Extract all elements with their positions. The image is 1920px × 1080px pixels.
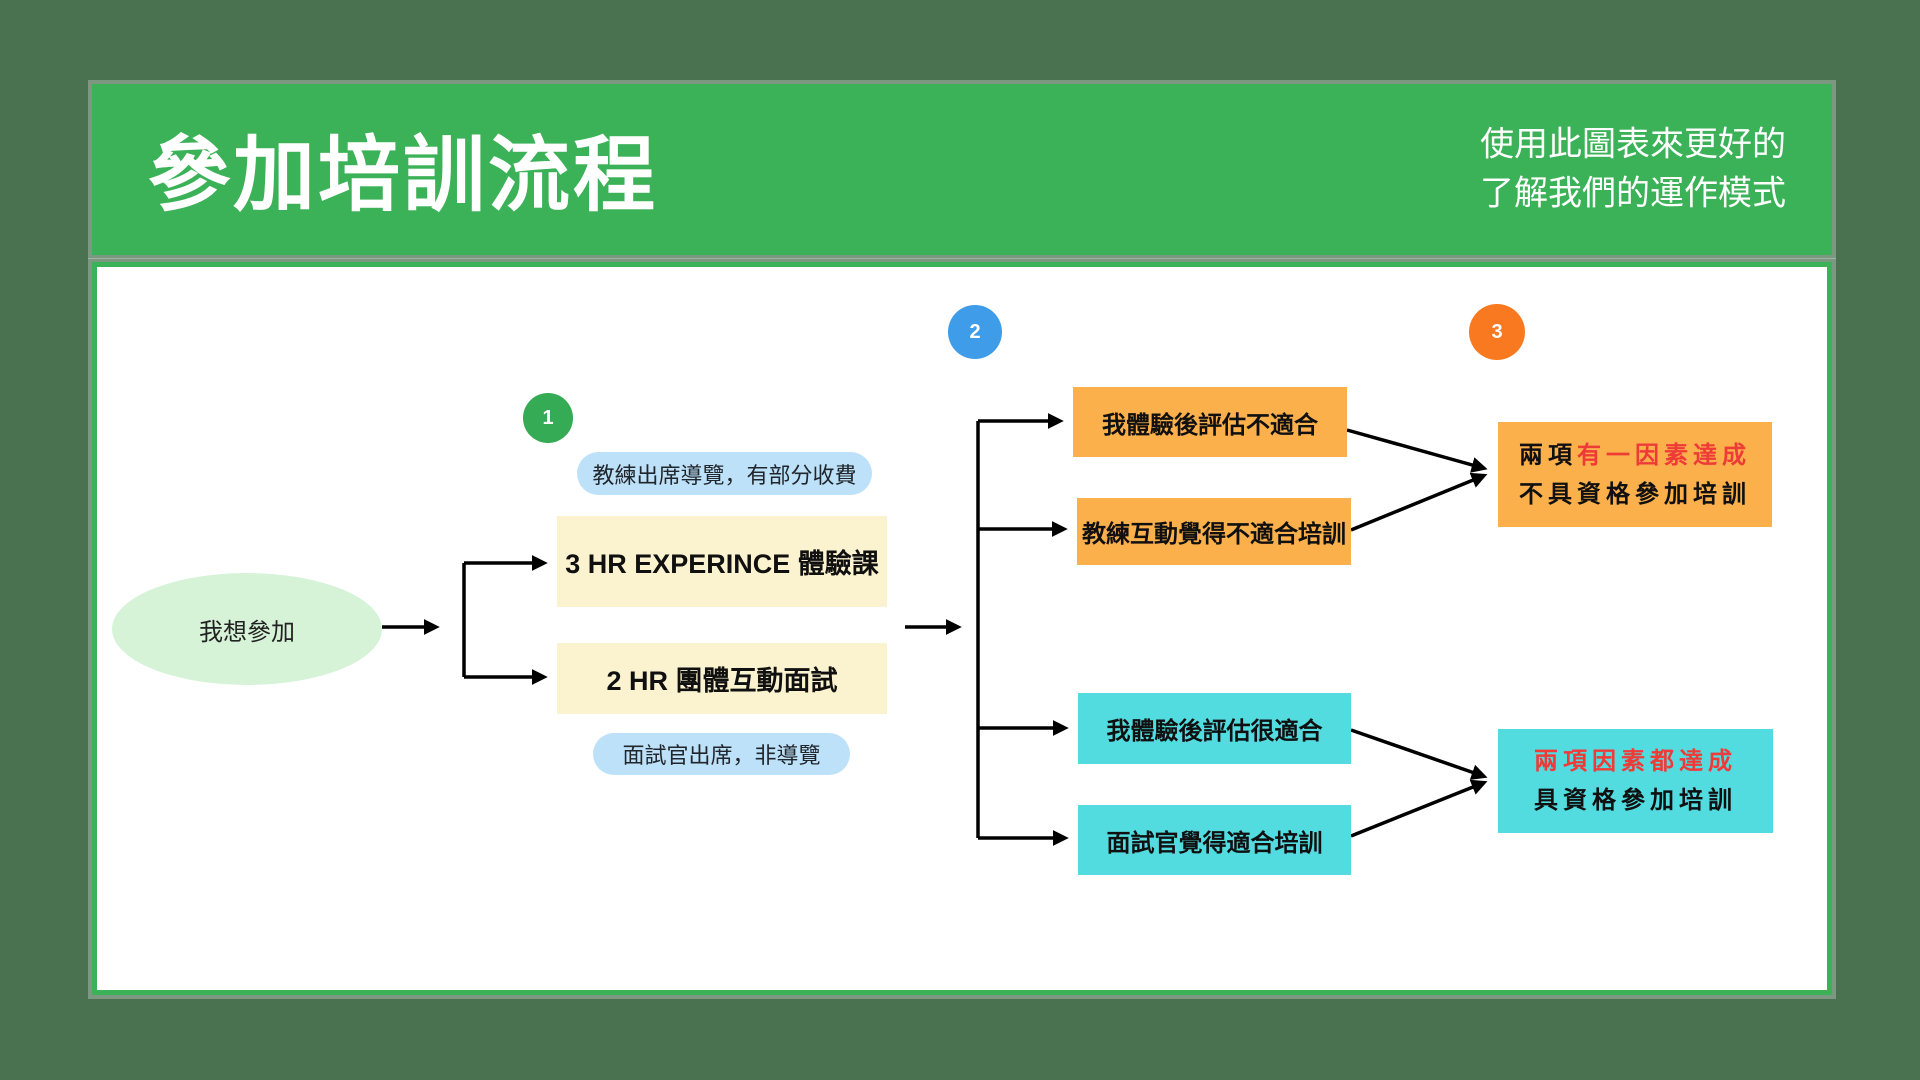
step-3-badge: 3 <box>1469 304 1525 360</box>
result-fail-highlight: 有一因素達成 <box>1577 441 1751 469</box>
flowchart-canvas: 我想參加 1 2 3 教練出席導覽，有部分收費 3 HR EXPERINCE 體… <box>92 262 1832 995</box>
header-banner: 參加培訓流程 使用此圖表來更好的 了解我們的運作模式 <box>92 84 1832 255</box>
assess-self-suitable: 我體驗後評估很適合 <box>1078 693 1351 764</box>
result-not-qualified: 兩項有一因素達成 不具資格參加培訓 <box>1498 422 1772 527</box>
assess-coach-unsuitable: 教練互動覺得不適合培訓 <box>1077 498 1351 565</box>
option-group-interview: 2 HR 團體互動面試 <box>557 643 887 714</box>
result-pass-line-2: 具資格參加培訓 <box>1534 787 1737 814</box>
assess-self-unsuitable: 我體驗後評估不適合 <box>1073 387 1347 457</box>
page-title: 參加培訓流程 <box>148 129 659 221</box>
subtitle-line-1: 使用此圖表來更好的 <box>1480 125 1786 164</box>
header-subtitle: 使用此圖表來更好的 了解我們的運作模式 <box>1480 120 1786 219</box>
option-experience-class: 3 HR EXPERINCE 體驗課 <box>557 516 887 607</box>
result-pass-highlight: 兩項因素都達成 <box>1534 748 1737 775</box>
step-1-badge: 1 <box>523 393 573 443</box>
result-qualified: 兩項因素都達成 具資格參加培訓 <box>1498 729 1773 833</box>
assess-interviewer-suitable: 面試官覺得適合培訓 <box>1078 805 1351 875</box>
note-interviewer-no-tour: 面試官出席，非導覽 <box>593 733 850 775</box>
result-fail-line-1: 兩項有一因素達成 <box>1519 441 1751 469</box>
result-fail-line-2: 不具資格參加培訓 <box>1519 480 1751 508</box>
start-node: 我想參加 <box>112 573 382 685</box>
step-2-badge: 2 <box>948 305 1002 359</box>
flowchart-connectors <box>382 413 1488 846</box>
subtitle-line-2: 了解我們的運作模式 <box>1480 174 1786 213</box>
note-coach-tour: 教練出席導覽，有部分收費 <box>577 452 872 495</box>
